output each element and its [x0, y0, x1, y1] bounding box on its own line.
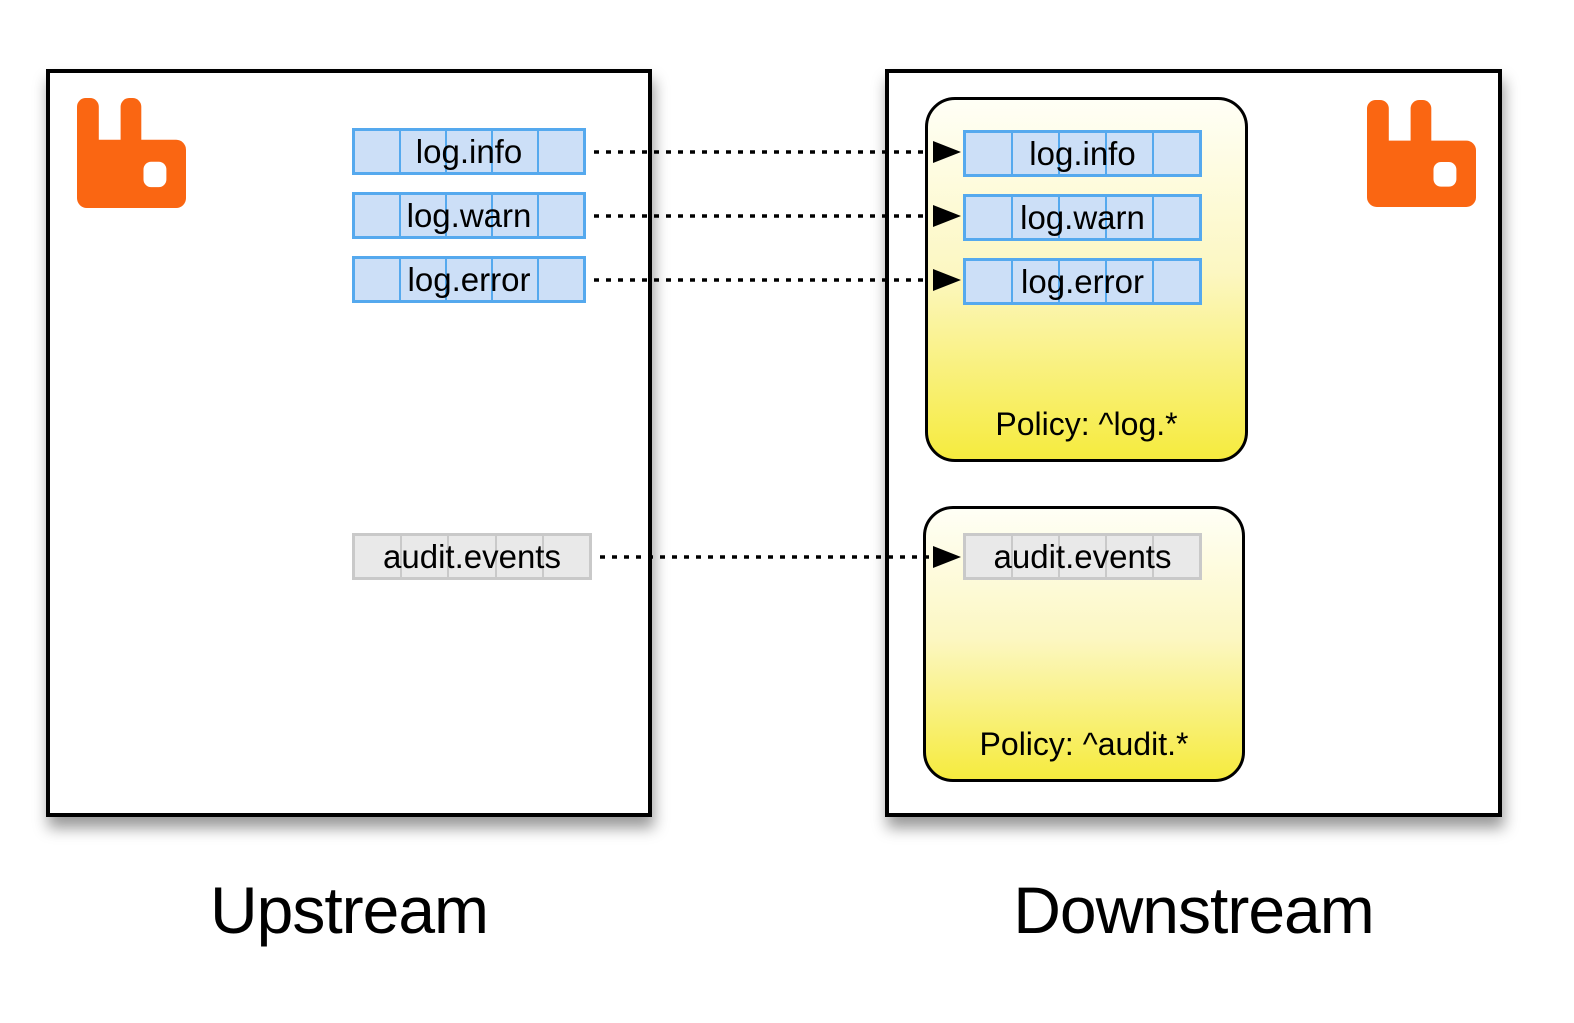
queue-label: log.error	[1021, 262, 1144, 300]
queue-segments	[963, 533, 1202, 580]
queue-label: audit.events	[993, 537, 1172, 575]
queue-segments	[963, 194, 1202, 241]
queue-log-warn-downstream: log.warn	[963, 194, 1202, 241]
queue-segments	[352, 192, 586, 239]
upstream-caption: Upstream	[209, 873, 489, 947]
downstream-broker-box: log.info log.warn log.error Policy: ^log…	[885, 69, 1502, 817]
queue-segments	[352, 128, 586, 175]
queue-label: log.warn	[406, 196, 532, 234]
queue-label: log.warn	[1020, 198, 1145, 236]
rabbitmq-logo-icon	[1367, 100, 1476, 207]
rabbitmq-logo-icon	[77, 98, 186, 208]
queue-audit-events-upstream: audit.events	[352, 533, 592, 580]
queue-label: log.info	[1029, 134, 1136, 172]
policy-label-audit: Policy: ^audit.*	[979, 726, 1189, 762]
policy-box-log: log.info log.warn log.error Policy: ^log…	[925, 97, 1248, 462]
policy-label-log: Policy: ^log.*	[995, 406, 1178, 442]
queue-log-warn-upstream: log.warn	[352, 192, 586, 239]
queue-log-info-upstream: log.info	[352, 128, 586, 175]
queue-segments	[352, 533, 592, 580]
queue-segments	[963, 258, 1202, 305]
queue-log-error-downstream: log.error	[963, 258, 1202, 305]
upstream-broker-box: log.info log.warn log.error audit.events	[46, 69, 652, 817]
downstream-caption: Downstream	[1013, 873, 1374, 947]
queue-segments	[963, 130, 1202, 177]
queue-audit-events-downstream: audit.events	[963, 533, 1202, 580]
queue-segments	[352, 256, 586, 303]
queue-label: log.info	[415, 132, 523, 170]
queue-label: log.error	[407, 260, 531, 298]
queue-label: audit.events	[383, 537, 561, 575]
policy-box-audit: audit.events Policy: ^audit.*	[923, 506, 1245, 782]
queue-log-error-upstream: log.error	[352, 256, 586, 303]
queue-log-info-downstream: log.info	[963, 130, 1202, 177]
